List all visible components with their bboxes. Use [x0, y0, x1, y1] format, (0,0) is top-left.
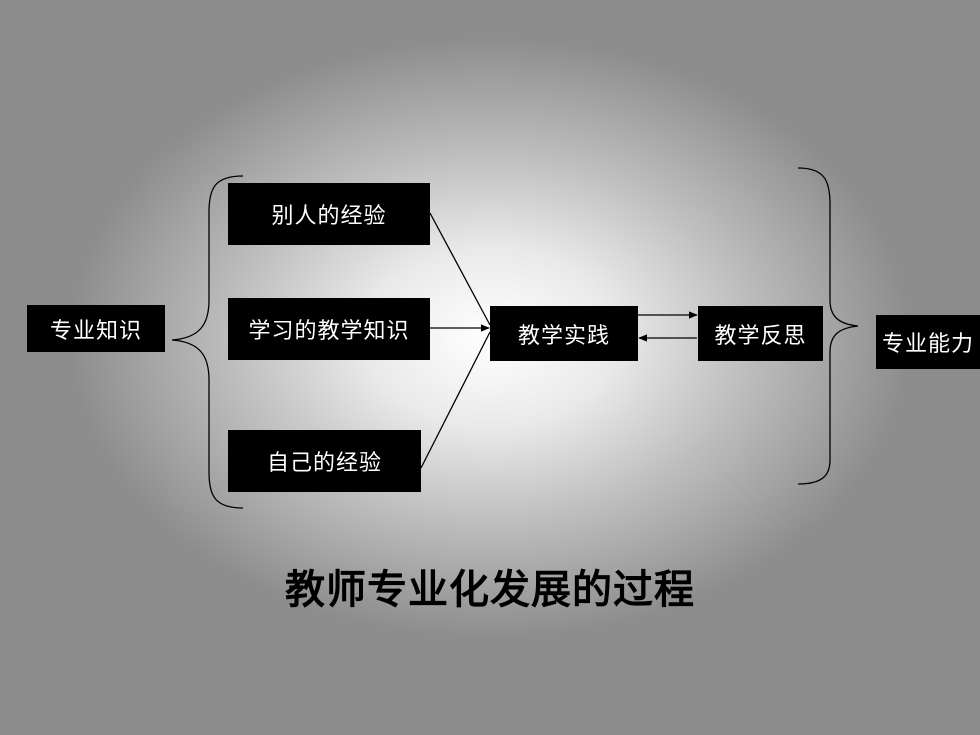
node-professional-knowledge: 专业知识	[27, 305, 165, 352]
node-teaching-reflection-label: 教学反思	[714, 323, 807, 349]
node-learned-teaching-knowledge-label: 学习的教学知识	[248, 319, 410, 344]
node-professional-ability-label: 专业能力	[882, 332, 975, 357]
slide-title: 教师专业化发展的过程	[285, 567, 695, 613]
left-brace	[171, 175, 244, 509]
node-others-experience-label: 别人的经验	[271, 204, 387, 229]
node-professional-knowledge-label: 专业知识	[49, 318, 142, 344]
node-own-experience: 自己的经验	[228, 430, 421, 492]
node-teaching-practice-label: 教学实践	[517, 323, 610, 349]
node-teaching-reflection: 教学反思	[698, 306, 823, 361]
node-professional-ability: 专业能力	[876, 315, 980, 369]
arrow-others-experience-to-practice	[429, 212, 491, 326]
arrow-own-experience-to-practice	[420, 331, 491, 469]
right-brace	[797, 167, 859, 485]
node-teaching-practice: 教学实践	[490, 306, 638, 361]
node-learned-teaching-knowledge: 学习的教学知识	[228, 298, 430, 360]
node-others-experience: 别人的经验	[228, 183, 430, 245]
node-own-experience-label: 自己的经验	[266, 451, 382, 476]
